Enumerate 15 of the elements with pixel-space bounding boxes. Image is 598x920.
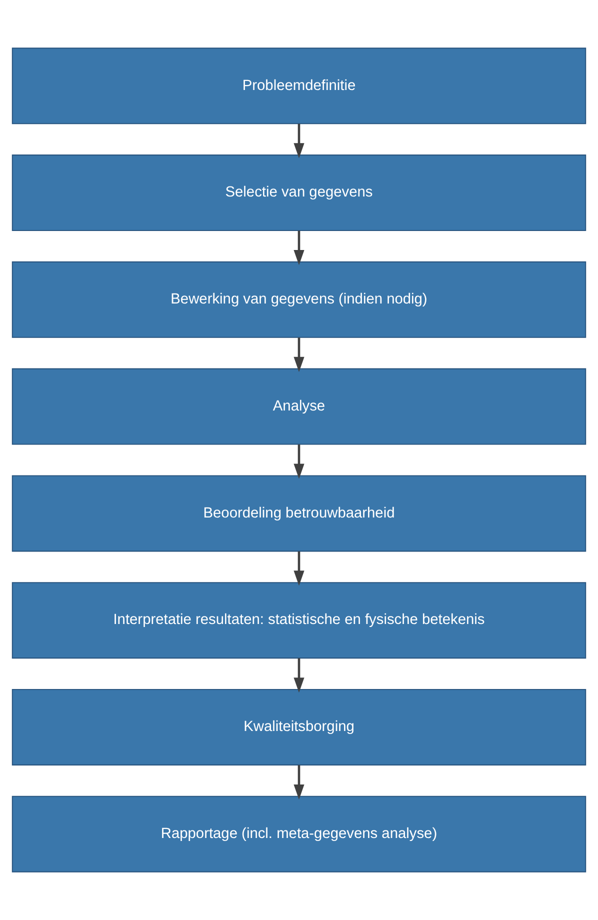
node-box: Probleemdefinitie — [12, 48, 586, 124]
node-box: Beoordeling betrouwbaarheid — [12, 475, 586, 552]
arrow — [294, 551, 304, 586]
node-box: Analyse — [12, 368, 586, 445]
node-box: Selectie van gegevens — [12, 154, 586, 232]
arrow — [294, 338, 304, 372]
arrow — [294, 444, 304, 479]
arrow — [294, 230, 304, 266]
arrow — [294, 658, 304, 693]
node-box: Rapportage (incl. meta-gegevens analyse) — [12, 796, 586, 872]
node-box: Interpretatie resultaten: statistische en fysische betekenis — [12, 582, 586, 659]
node-box: Bewerking van gegevens (indien nodig) — [12, 261, 586, 338]
node-box: Kwaliteitsborging — [12, 688, 586, 766]
arrow — [294, 765, 304, 800]
arrow — [294, 124, 304, 158]
